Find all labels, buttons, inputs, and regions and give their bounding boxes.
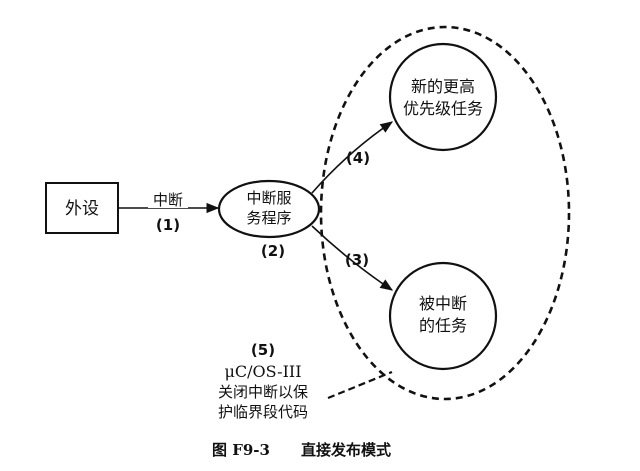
peripheral-label: 外设: [65, 199, 99, 219]
note-line-2: 关闭中断以保: [218, 383, 308, 401]
isr-label-line1: 中断服: [246, 189, 291, 207]
step-3-label: (3): [345, 251, 369, 269]
interrupt-label-bg: [148, 192, 188, 208]
note-leader-line: [327, 370, 393, 400]
arrow-to-interrupted-task: [311, 225, 394, 291]
step-4-label: (4): [346, 149, 370, 167]
note-line-1: μC/OS-III: [224, 362, 301, 381]
interrupted-task-label-line2: 的任务: [419, 316, 467, 335]
arrow-to-higher-task: [311, 121, 394, 194]
critical-section-boundary: [319, 25, 571, 401]
isr-label-line2: 务程序: [246, 209, 291, 227]
figure-number: 图 F9-3: [212, 441, 270, 459]
step-2-label: (2): [261, 242, 285, 260]
interrupted-task-label-line1: 被中断: [419, 294, 467, 313]
note-line-3: 护临界段代码: [218, 403, 308, 421]
higher-task-label-line1: 新的更高: [411, 77, 475, 96]
higher-priority-task-node: [388, 42, 498, 152]
isr-node: [217, 179, 321, 239]
higher-task-label-line2: 优先级任务: [403, 99, 483, 118]
interrupted-task-node: [388, 261, 498, 371]
step-5-label: (5): [251, 341, 275, 359]
figure-title: 直接发布模式: [301, 441, 391, 459]
step-1-label: (1): [156, 216, 180, 234]
interrupt-label: 中断: [153, 191, 183, 209]
